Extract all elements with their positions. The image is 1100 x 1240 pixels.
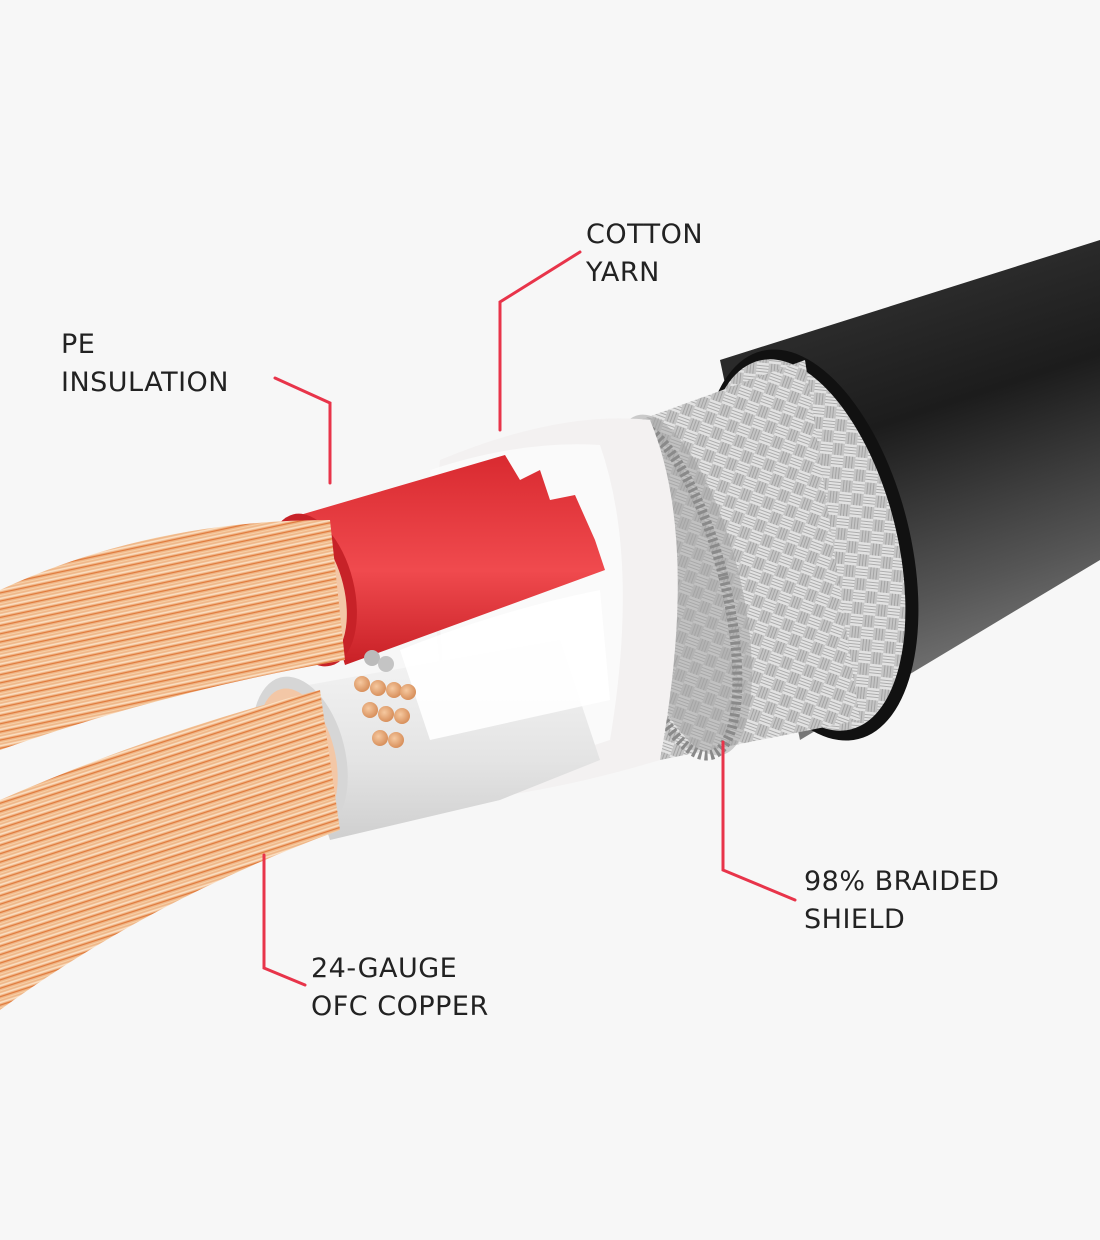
callout-line-1: COTTON: [586, 219, 704, 250]
cotton-yarn-line: [498, 250, 582, 432]
braided-shield-line: [721, 740, 797, 902]
callout-line-2: OFC COPPER: [311, 991, 489, 1022]
ofc-copper-line: [262, 853, 307, 987]
callout-line-2: INSULATION: [61, 367, 230, 398]
braided-shield: [597, 359, 906, 761]
callout-line-1: 24-GAUGE: [311, 953, 458, 984]
callout-ofc-copper: 24-GAUGE OFC COPPER: [311, 950, 489, 1026]
pe-insulation-line: [273, 376, 332, 485]
callout-cotton-yarn: COTTON YARN: [586, 216, 703, 292]
callout-line-2: SHIELD: [804, 904, 906, 935]
callout-line-1: PE: [61, 329, 96, 360]
copper-strands-upper: [0, 520, 345, 750]
callout-braided-shield: 98% BRAIDED SHIELD: [804, 863, 999, 939]
callout-pe-insulation: PE INSULATION: [61, 326, 229, 402]
copper-strands-lower: [0, 690, 340, 1010]
callout-line-2: YARN: [586, 257, 660, 288]
callout-lines: [262, 250, 797, 987]
callout-line-1: 98% BRAIDED: [804, 866, 1000, 897]
strand-bundle: [354, 650, 416, 748]
